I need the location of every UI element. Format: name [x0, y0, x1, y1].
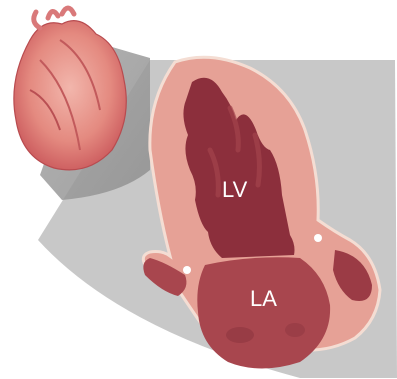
label-lv: LV	[222, 177, 248, 202]
heart-icon	[14, 8, 126, 170]
la-cavity	[197, 257, 330, 368]
label-la: LA	[250, 286, 277, 311]
mitral-annulus-right	[314, 234, 322, 242]
mitral-annulus-left	[183, 266, 191, 274]
